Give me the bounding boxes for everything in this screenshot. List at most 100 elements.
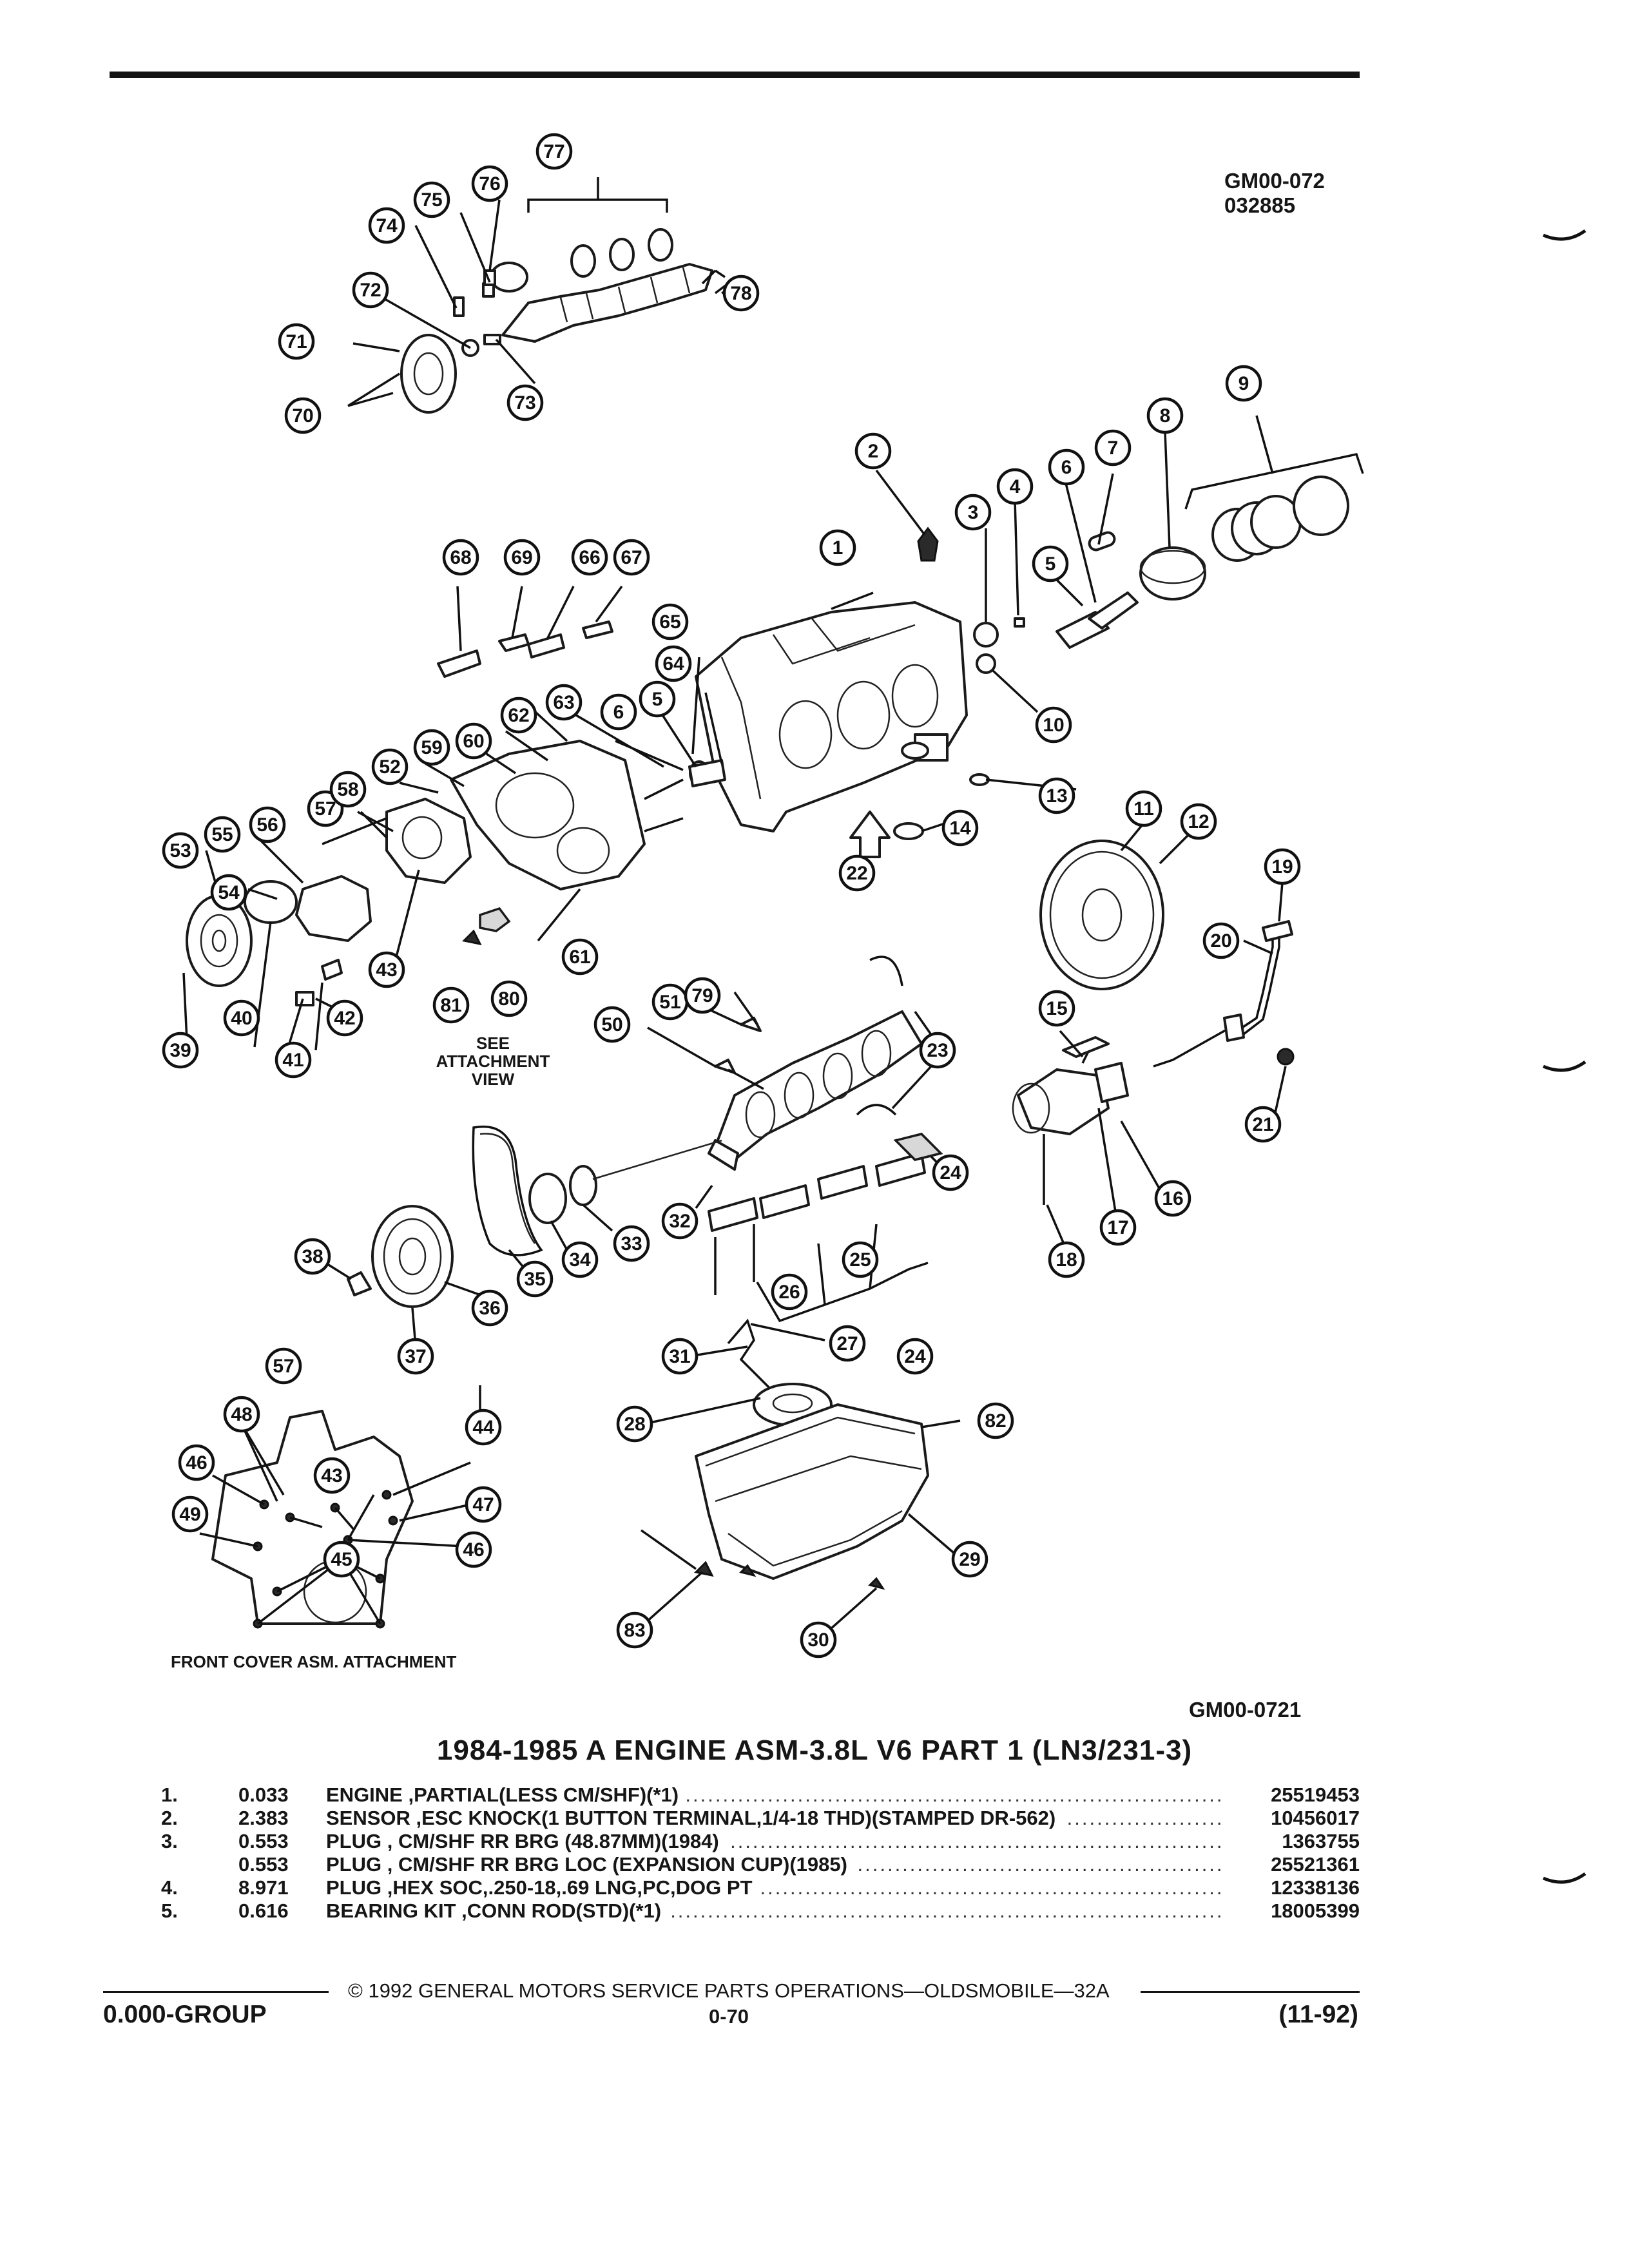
parts-list-row: 2.2.383.................................… (161, 1807, 1360, 1830)
callout-number: 5 (1045, 553, 1056, 575)
parts-list-row: 4.8.971.................................… (161, 1876, 1360, 1899)
front-cover-label: FRONT COVER ASM. ATTACHMENT (171, 1652, 457, 1671)
callout-number: 49 (179, 1504, 200, 1525)
part-ref-number: 3. (161, 1830, 178, 1852)
callout-bubble (1099, 1209, 1137, 1246)
callout-bubble (838, 854, 876, 892)
callout-number: 77 (543, 141, 564, 162)
callout-number: 41 (282, 1050, 304, 1071)
callout-number: 50 (601, 1014, 622, 1035)
callout-number: 30 (807, 1629, 829, 1651)
footer-rule-left (103, 1991, 329, 1993)
callout-bubble (616, 1405, 653, 1443)
callout-bubble (829, 1325, 866, 1362)
part-description: ENGINE ,PARTIAL(LESS CM/SHF)(*1) (326, 1783, 687, 1807)
callout-number: 42 (334, 1008, 355, 1029)
callout-number: 75 (421, 189, 442, 211)
callout-number: 12 (1188, 811, 1209, 832)
callout-number: 70 (292, 405, 313, 427)
callout-bubble (571, 539, 608, 576)
callout-number: 43 (376, 959, 397, 981)
callout-number: 55 (211, 824, 233, 845)
callout-bubble (561, 938, 599, 975)
copyright: © 1992 GENERAL MOTORS SERVICE PARTS OPER… (348, 1979, 1110, 2002)
part-ref-number: 1. (161, 1783, 178, 1806)
part-quantity: 0.553 (238, 1830, 289, 1852)
callout-number: 78 (730, 283, 751, 304)
callout-number: 71 (285, 331, 307, 352)
revision-date: (11-92) (1278, 2001, 1358, 2028)
callout-number: 5 (652, 689, 663, 710)
callout-number: 17 (1107, 1217, 1128, 1238)
callout-bubble (329, 771, 367, 808)
callout-bubble (162, 832, 199, 869)
callout-bubble (465, 1486, 502, 1523)
diagram-parts (186, 177, 1364, 1629)
callout-bubble (613, 1225, 650, 1262)
part-description: BEARING KIT ,CONN ROD(STD)(*1) (326, 1899, 670, 1923)
callout-bubble (535, 133, 573, 170)
callout-bubble (432, 986, 470, 1024)
callout-bubble (516, 1260, 554, 1298)
callout-number: 38 (302, 1246, 323, 1267)
callout-number: 59 (421, 737, 442, 758)
diagram-date-code: 032885 (1224, 193, 1296, 217)
callout-number: 79 (691, 985, 713, 1006)
margin-mark-1 (1543, 229, 1586, 241)
part-description: PLUG ,HEX SOC,.250-18,.69 LNG,PC,DOG PT (326, 1876, 760, 1899)
part-quantity: 0.616 (238, 1899, 289, 1922)
callout-bubble (661, 1338, 699, 1375)
callout-bubble (545, 684, 583, 721)
part-ref-number: 2. (161, 1807, 178, 1829)
callout-number: 7 (1108, 437, 1119, 459)
callout-bubble (397, 1338, 434, 1375)
callout-bubble (1154, 1180, 1191, 1217)
callout-bubble (1125, 790, 1162, 827)
part-quantity: 0.553 (238, 1853, 289, 1876)
callout-number: 52 (379, 756, 400, 778)
callout-bubble (771, 1273, 808, 1311)
callout-number: 33 (621, 1233, 642, 1254)
part-number: 10456017 (1263, 1807, 1360, 1830)
callout-bubble (655, 645, 692, 682)
callout-bubble (1032, 545, 1069, 582)
part-number: 25521361 (1263, 1853, 1360, 1876)
callout-number: 37 (405, 1346, 426, 1367)
callout-number: 62 (508, 705, 529, 726)
callout-bubble (323, 1541, 360, 1578)
callout-number: 28 (624, 1414, 645, 1435)
callout-bubble (1048, 448, 1085, 486)
callout-number: 67 (621, 547, 642, 568)
callout-bubble (284, 397, 322, 434)
part-number: 25519453 (1263, 1783, 1360, 1807)
callout-bubble (500, 697, 537, 734)
callout-number: 72 (360, 280, 381, 301)
callout-number: 2 (868, 441, 879, 462)
callout-number: 36 (479, 1298, 500, 1319)
callout-bubble (842, 1241, 879, 1278)
callout-bubble (294, 1238, 331, 1275)
callout-bubble (471, 1289, 508, 1327)
callout-bubble (326, 999, 363, 1037)
engine-exploded-diagram: 1234556678910111213141516171819202122232… (162, 133, 1364, 1658)
callout-bubble (1038, 777, 1075, 814)
callout-bubble (800, 1621, 837, 1658)
callout-bubble (249, 806, 286, 843)
callout-number: 81 (440, 995, 461, 1016)
margin-mark-3 (1543, 1872, 1586, 1884)
callout-bubble (819, 529, 856, 566)
callout-number: 24 (940, 1162, 961, 1184)
parts-list-row: 5.0.616.................................… (161, 1899, 1360, 1923)
callout-number: 58 (337, 779, 358, 800)
callout-bubble (465, 1408, 502, 1446)
callout-bubble (561, 1241, 599, 1278)
callout-number: 27 (836, 1333, 858, 1354)
callout-bubble (413, 181, 450, 218)
callout-bubble (471, 165, 508, 202)
callout-bubble (1048, 1241, 1085, 1278)
footer-rule-right (1141, 1991, 1360, 1993)
group-label: 0.000-GROUP (103, 2001, 267, 2028)
callout-number: 26 (778, 1282, 800, 1303)
callout-bubble (593, 1006, 631, 1043)
callout-bubble (371, 748, 409, 785)
